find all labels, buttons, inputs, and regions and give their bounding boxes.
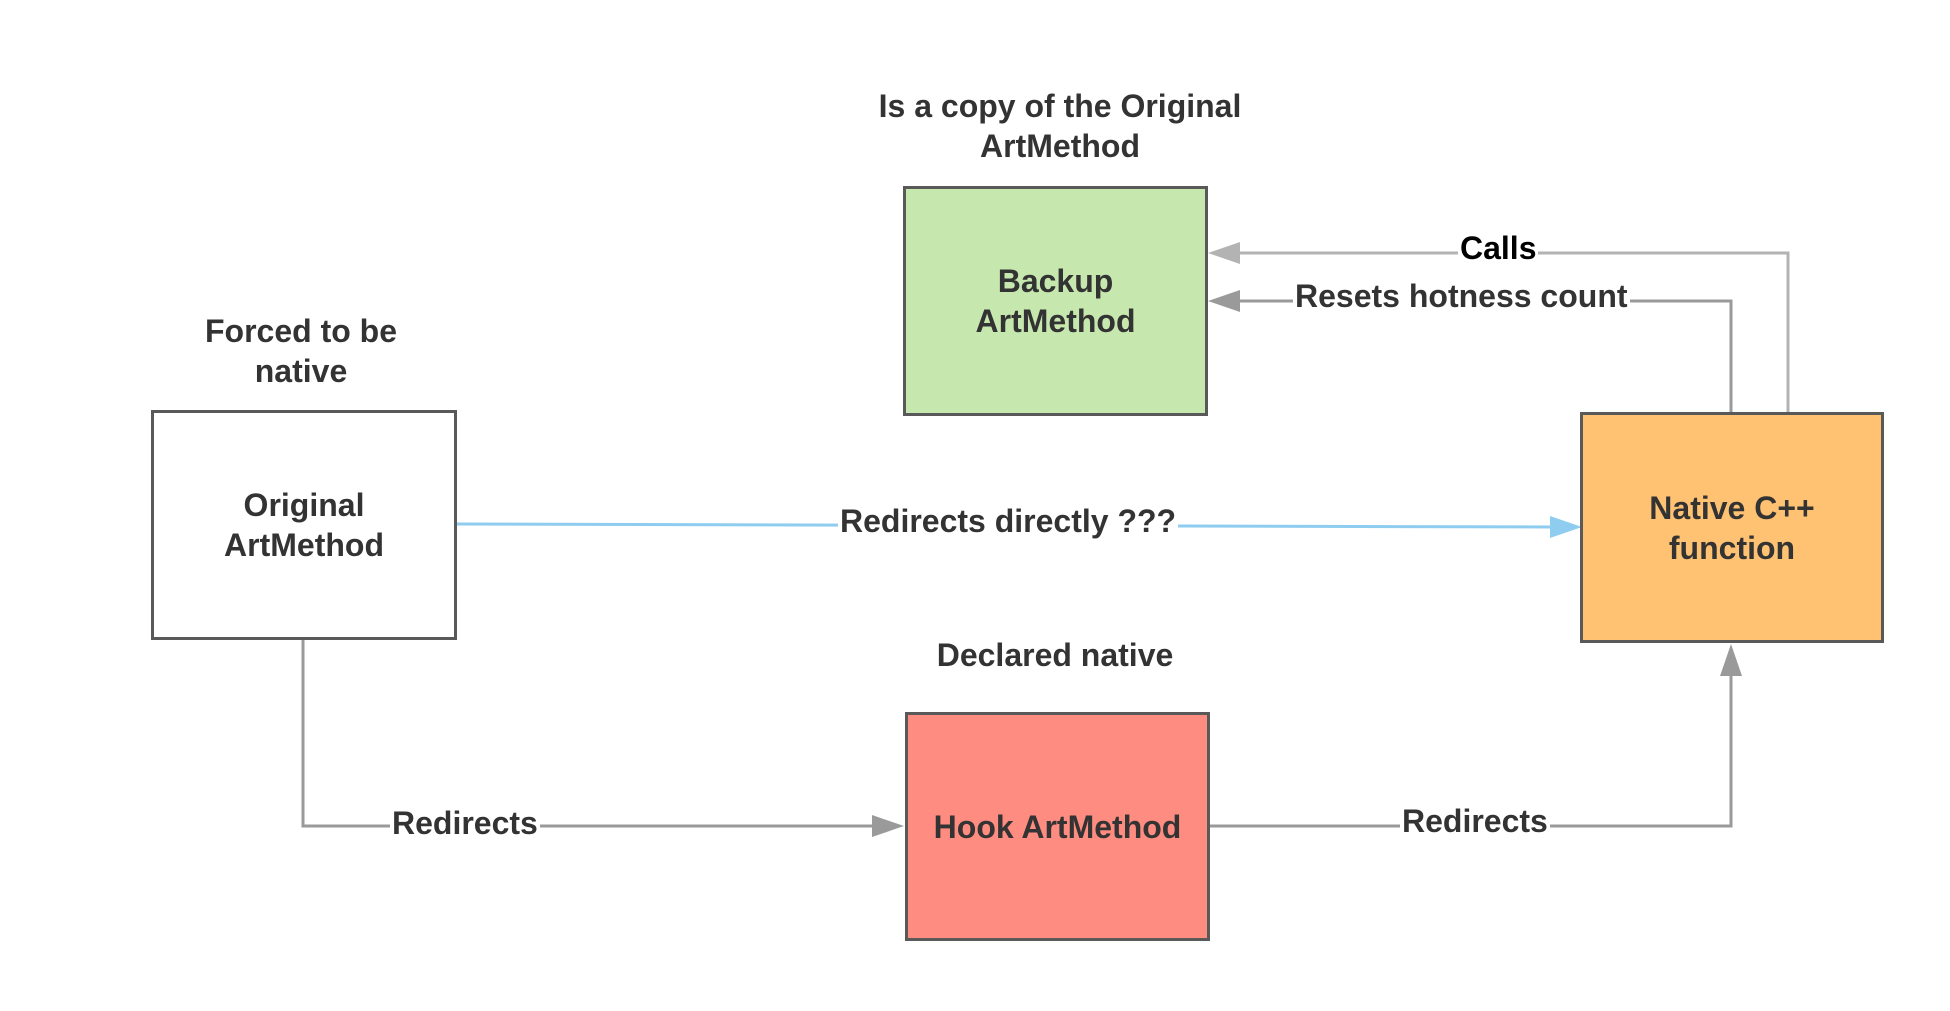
node-native-cpp-function: Native C++ function xyxy=(1580,412,1884,643)
resets-arrowhead xyxy=(1208,290,1240,312)
note-hook: Declared native xyxy=(936,637,1174,673)
edge-label-resets-hotness: Resets hotness count xyxy=(1293,276,1630,316)
edge-calls xyxy=(1208,242,1790,412)
note-backup: Is a copy of the Original ArtMethod xyxy=(878,88,1242,164)
redirects-to-native-arrowhead xyxy=(1720,644,1742,676)
redirects-to-hook-arrowhead xyxy=(872,815,904,837)
edge-label-redirects-directly: Redirects directly ??? xyxy=(838,501,1179,541)
redirects-directly-arrowhead xyxy=(1550,516,1582,538)
edge-label-redirects-to-native: Redirects xyxy=(1400,801,1550,841)
node-hook-artmethod: Hook ArtMethod xyxy=(905,712,1210,941)
node-original-artmethod: Original ArtMethod xyxy=(151,410,457,640)
node-backup-artmethod: Backup ArtMethod xyxy=(903,186,1208,416)
note-original: Forced to be native xyxy=(204,313,397,389)
edge-label-calls: Calls xyxy=(1458,228,1539,268)
edge-label-redirects-to-hook: Redirects xyxy=(390,803,540,843)
edge-redirects-to-hook xyxy=(301,639,904,837)
edge-redirects-to-native xyxy=(1209,644,1742,828)
calls-arrowhead xyxy=(1208,242,1240,264)
